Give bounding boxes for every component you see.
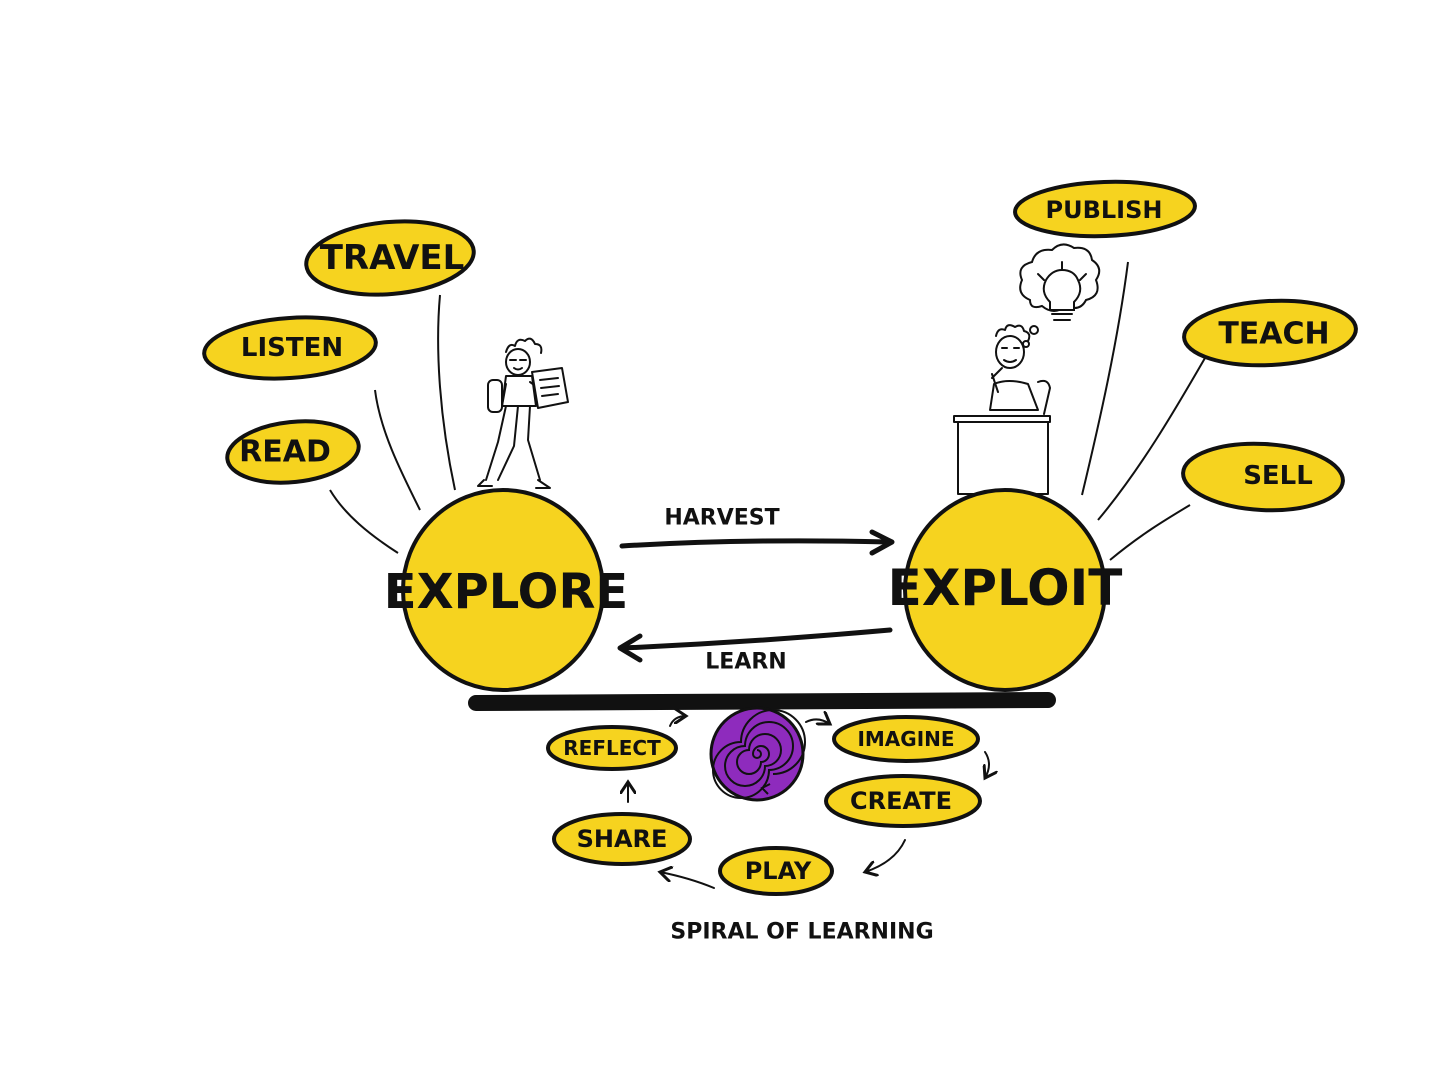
seesaw-beam [468,692,1056,711]
step-imagine-label: IMAGINE [857,727,954,751]
step-play-label: PLAY [745,857,812,885]
pill-teach: TEACH [1182,298,1358,368]
pill-publish: PUBLISH [1013,179,1197,239]
connector-teach [1097,357,1206,521]
exploit-label: EXPLOIT [888,559,1123,617]
pill-read: READ [225,419,361,485]
learn-label: LEARN [705,650,786,675]
step-reflect-label: REFLECT [563,736,661,760]
pill-travel: TRAVEL [304,219,476,297]
pill-sell: SELL [1181,441,1345,513]
arrow-imagine-to-create [985,751,989,778]
connector-read [329,489,399,554]
step-share: SHARE [552,812,692,866]
learn-arrow: LEARN [617,627,893,675]
explore-connectors [329,294,456,554]
explore-node: EXPLORE [384,488,628,692]
step-reflect: REFLECT [546,725,678,771]
arrow-create-to-play [865,839,906,872]
connector-sell [1109,504,1191,561]
pill-sell-label: SELL [1243,461,1313,491]
lightbulb-thought-icon [1019,243,1101,348]
spiral-caption: SPIRAL OF LEARNING [670,920,933,945]
connector-listen [374,389,421,511]
desk-thinker-figure-icon [953,324,1051,495]
exploit-node: EXPLOIT [888,488,1123,692]
pill-listen-label: LISTEN [241,333,343,363]
step-imagine: IMAGINE [832,715,980,763]
connector-travel [437,294,456,491]
arrow-reflect-to-spiral [669,716,686,727]
pill-travel-label: TRAVEL [320,238,465,278]
step-create: CREATE [824,774,982,828]
cycle-arrows [628,716,989,889]
harvest-label: HARVEST [664,506,779,531]
arrow-spiral-to-imagine [805,719,830,724]
pill-teach-label: TEACH [1218,317,1329,352]
arrow-play-to-share [660,872,715,889]
step-create-label: CREATE [850,787,952,815]
explore-label: EXPLORE [384,564,628,620]
pill-publish-label: PUBLISH [1046,196,1163,224]
exploit-connectors [1081,261,1206,561]
step-share-label: SHARE [577,825,668,853]
step-play: PLAY [718,846,834,896]
harvest-arrow: HARVEST [619,506,895,556]
pill-listen: LISTEN [202,315,378,381]
walking-reader-figure-icon [477,337,569,489]
connector-publish [1081,261,1129,496]
pill-read-label: READ [239,435,331,470]
purple-spiral-icon [709,706,806,802]
